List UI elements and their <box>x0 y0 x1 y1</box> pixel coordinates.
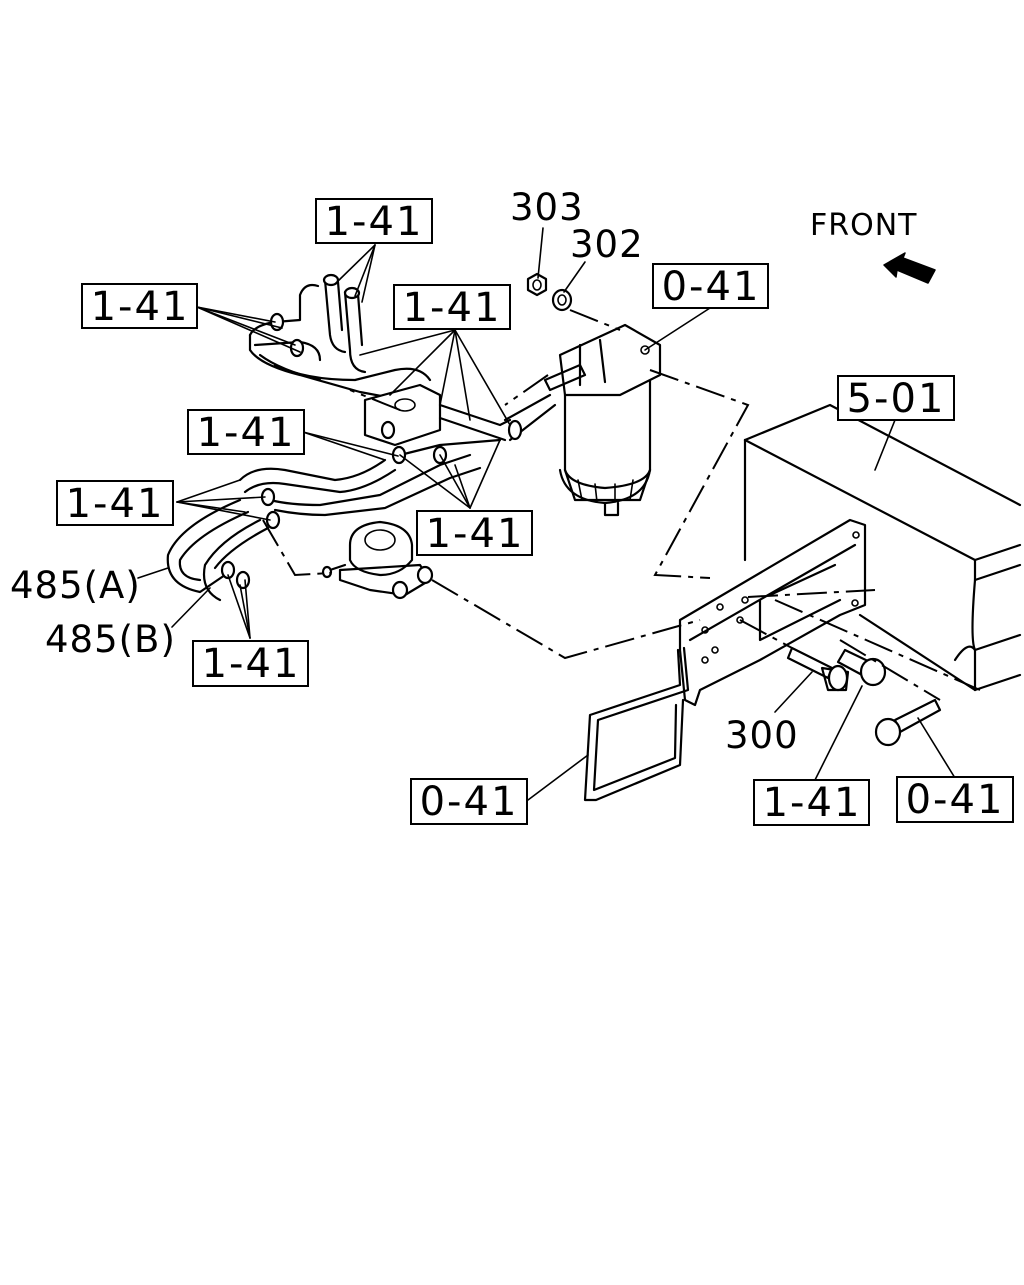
mounting-bracket <box>583 518 867 802</box>
callout-label: 1-41 <box>426 511 525 557</box>
callout-bolt-mid[interactable]: 1-41 <box>753 779 870 826</box>
callout-filter-bracket[interactable]: 0-41 <box>652 263 769 310</box>
callout-frame[interactable]: 5-01 <box>837 375 955 422</box>
callout-label: 1-41 <box>197 410 296 456</box>
bolt-1-41 <box>836 648 887 687</box>
callout-label: 1-41 <box>202 641 301 687</box>
callout-mid-center[interactable]: 1-41 <box>416 510 533 557</box>
priming-pump <box>321 520 434 600</box>
front-arrow-icon <box>883 252 936 284</box>
callout-label: 1-41 <box>66 481 165 527</box>
callout-label: 1-41 <box>325 199 424 245</box>
callout-label: 0-41 <box>662 264 761 310</box>
callout-bracket-lower[interactable]: 0-41 <box>410 778 528 825</box>
callout-label: 1-41 <box>763 780 862 826</box>
fuel-filter <box>543 323 662 517</box>
assembly-lines <box>262 309 981 701</box>
callout-top-mid[interactable]: 1-41 <box>393 284 511 331</box>
callout-label: 1-41 <box>91 284 190 330</box>
callout-bottom-left[interactable]: 1-41 <box>192 640 309 687</box>
front-indicator: FRONT <box>810 208 936 284</box>
callout-mid-left-upper[interactable]: 1-41 <box>187 409 305 456</box>
callout-label: 0-41 <box>420 779 519 825</box>
callout-mid-left-lower[interactable]: 1-41 <box>56 480 174 527</box>
washer-302 <box>551 288 573 312</box>
frame-rail <box>743 403 1022 692</box>
callout-label: 5-01 <box>847 376 946 422</box>
part-number-485b[interactable]: 485(B) <box>45 618 176 661</box>
part-number-485a[interactable]: 485(A) <box>10 564 141 607</box>
callout-bolt-right[interactable]: 0-41 <box>896 776 1014 823</box>
part-number-303[interactable]: 303 <box>510 186 584 229</box>
part-number-300[interactable]: 300 <box>725 714 799 757</box>
callout-label: 1-41 <box>403 285 502 331</box>
leader-lines <box>137 227 956 801</box>
part-number-302[interactable]: 302 <box>570 223 644 266</box>
nut-303 <box>526 272 548 297</box>
bolt-0-41 <box>874 698 942 747</box>
callout-top-left[interactable]: 1-41 <box>81 283 198 330</box>
front-label: FRONT <box>810 208 917 243</box>
bolt-300 <box>786 646 850 692</box>
callout-label: 0-41 <box>906 777 1005 823</box>
callout-top-center[interactable]: 1-41 <box>315 198 433 245</box>
